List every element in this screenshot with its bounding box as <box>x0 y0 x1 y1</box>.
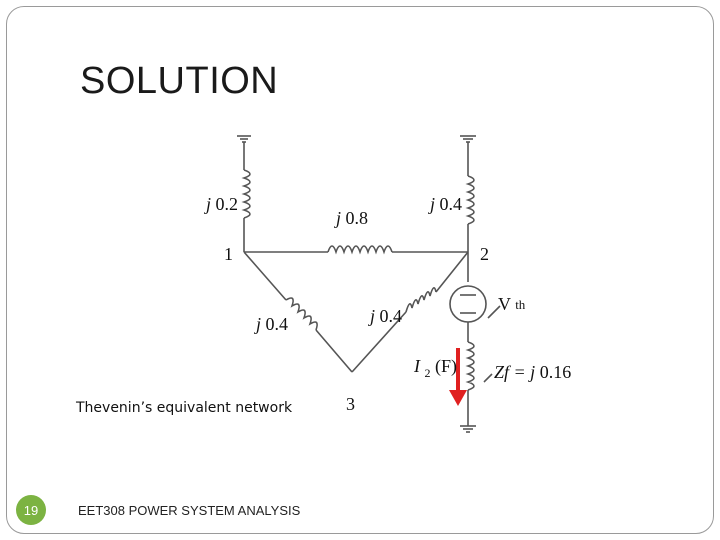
fault-current-i: I <box>413 356 421 376</box>
wire-vth-leader <box>487 305 501 319</box>
x-line13-value: 0.4 <box>266 314 289 334</box>
fault-current-f: (F) <box>435 356 457 377</box>
inductor-line23 <box>405 287 437 313</box>
node-1-label: 1 <box>224 244 233 264</box>
vth-main: V <box>498 294 511 314</box>
x-gen1-j: j <box>204 194 211 214</box>
x-gen1-label: j 0.2 <box>204 194 238 214</box>
x-gen2-value: 0.4 <box>440 194 463 214</box>
x-line12-label: j 0.8 <box>334 208 368 228</box>
diagram-caption: Thevenin’s equivalent network <box>76 400 293 416</box>
wire-node1-to-line13 <box>243 251 287 301</box>
zf-value: 0.16 <box>540 362 572 382</box>
wire-line13-to-node3 <box>315 329 353 373</box>
zf-main: Zf = <box>494 362 530 382</box>
vth-label: V th <box>498 294 526 314</box>
slide-title: SOLUTION <box>80 60 279 102</box>
x-line13-label: j 0.4 <box>254 314 288 334</box>
wire-line23-to-node3 <box>351 311 407 373</box>
vth-sub: th <box>515 297 526 312</box>
slide-frame <box>6 6 714 534</box>
inductor-zf <box>465 341 475 391</box>
page-number-badge: 19 <box>16 495 46 525</box>
ground-symbol-gen1 <box>237 135 251 170</box>
fault-current-arrow-icon <box>449 348 467 406</box>
wire-node2-to-line23 <box>435 251 469 293</box>
x-line23-label: j 0.4 <box>368 306 402 326</box>
ground-symbol-fault <box>460 425 476 433</box>
x-line23-j: j <box>368 306 375 326</box>
x-gen2-j: j <box>428 194 435 214</box>
x-gen1-value: 0.2 <box>216 194 239 214</box>
ground-symbol-gen2 <box>460 135 476 176</box>
x-gen2-label: j 0.4 <box>428 194 462 214</box>
inductor-line12 <box>327 245 393 255</box>
fault-current-label: I 2 (F) <box>413 356 457 381</box>
fault-current-sub: 2 <box>425 366 431 380</box>
node-3-label: 3 <box>346 394 355 414</box>
zf-j: j <box>528 362 535 382</box>
node-2-label: 2 <box>480 244 489 264</box>
inductor-gen2 <box>465 175 475 225</box>
x-line12-value: 0.8 <box>346 208 369 228</box>
wire-zf-leader <box>483 373 493 383</box>
inductor-line13 <box>285 297 318 331</box>
inductor-gen1 <box>241 169 251 219</box>
x-line12-j: j <box>334 208 341 228</box>
voltage-source-vth <box>449 285 487 323</box>
x-line13-j: j <box>254 314 261 334</box>
zf-label: Zf = j 0.16 <box>494 362 571 382</box>
x-line23-value: 0.4 <box>380 306 403 326</box>
footer-course-title: EET308 POWER SYSTEM ANALYSIS <box>78 503 301 518</box>
